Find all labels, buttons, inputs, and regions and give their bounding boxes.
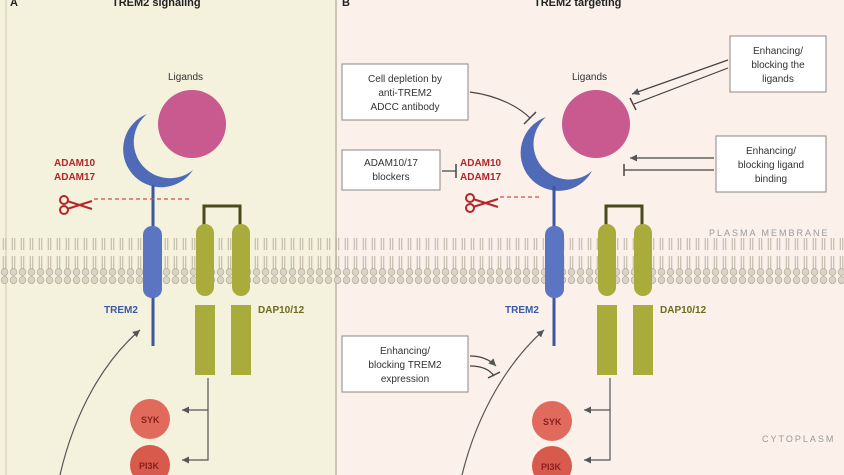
adam10-label-b: ADAM10 [460, 158, 502, 169]
panel-a-letter: A [10, 0, 18, 9]
panel-b-letter: B [342, 0, 350, 9]
cell-depletion-inhibitor [469, 91, 531, 119]
ligands-label-a: Ligands [168, 72, 203, 83]
trem2-head-a [123, 114, 193, 188]
pi3k-circle-a [130, 445, 170, 475]
enh-block-binding-line-3: binding [755, 174, 787, 185]
adam-blockers-box: ADAM10/17 blockers [341, 149, 441, 191]
dap-bracket-b [604, 204, 644, 226]
panel-b-title: TREM2 targeting [534, 0, 621, 9]
enh-block-expression-line-3: expression [381, 374, 429, 385]
dap-label-a: DAP10/12 [258, 305, 305, 316]
scissors-icon-a [59, 195, 93, 215]
ligand-circle-a [158, 90, 226, 158]
enh-block-binding-line-1: Enhancing/ [746, 146, 796, 157]
syk-label-a: SYK [141, 415, 160, 425]
enh-block-ligands-line-3: ligands [762, 74, 794, 85]
trem2-head-b [520, 117, 592, 191]
dap-right-tail-a [231, 305, 251, 375]
scissors-icon-b [465, 193, 499, 213]
adam-blockers-line-2: blockers [372, 172, 409, 183]
dap-right-tm-a [232, 224, 250, 296]
cytoplasm-label: CYTOPLASM [762, 434, 835, 444]
panel-a-title: TREM2 signaling [112, 0, 201, 9]
pi3k-label-b: PI3K [541, 462, 562, 472]
trem2-label-a: TREM2 [104, 305, 138, 316]
dap-left-tail-a [195, 305, 215, 375]
enh-block-expression-line-1: Enhancing/ [380, 346, 430, 357]
dap-label-b: DAP10/12 [660, 305, 707, 316]
ligand-circle-b [562, 90, 630, 158]
plasma-membrane [0, 238, 844, 284]
dap-left-tm-a [196, 224, 214, 296]
cell-depletion-line-1: Cell depletion by [368, 74, 442, 85]
dap-left-tail-b [597, 305, 617, 375]
expression-arrow-b [461, 329, 545, 475]
enh-block-binding-line-2: blocking ligand [738, 160, 804, 171]
expression-arrow-a [59, 329, 141, 475]
syk-circle-a [130, 399, 170, 439]
plasma-membrane-label: PLASMA MEMBRANE [709, 228, 830, 238]
dap-right-tail-b [633, 305, 653, 375]
adam-blockers-line-1: ADAM10/17 [364, 158, 418, 169]
adam10-label-a: ADAM10 [54, 158, 96, 169]
dap-right-tm-b [634, 224, 652, 296]
ligands-label-b: Ligands [572, 72, 607, 83]
panel-a-background [0, 0, 336, 475]
trem2-label-b: TREM2 [505, 305, 539, 316]
enh-block-ligands-line-2: blocking the [751, 60, 805, 71]
pi3k-label-a: PI3K [139, 461, 160, 471]
syk-circle-b [532, 401, 572, 441]
cell-depletion-line-2: anti-TREM2 [378, 88, 432, 99]
adam17-label-a: ADAM17 [54, 172, 96, 183]
dap-left-tm-b [598, 224, 616, 296]
syk-label-b: SYK [543, 417, 562, 427]
enh-block-expression-line-2: blocking TREM2 [368, 360, 442, 371]
trem2-tm-a [143, 226, 162, 298]
enh-block-binding-box: Enhancing/ blocking ligand binding [715, 135, 827, 193]
cell-depletion-line-3: ADCC antibody [371, 102, 440, 113]
trem2-tm-b [545, 226, 564, 298]
enh-block-expression-box: Enhancing/ blocking TREM2 expression [341, 335, 469, 393]
enh-block-ligands-line-1: Enhancing/ [753, 46, 803, 57]
adam17-label-b: ADAM17 [460, 172, 502, 183]
enh-block-ligands-box: Enhancing/ blocking the ligands [729, 35, 827, 93]
pi3k-circle-b [532, 446, 572, 475]
cell-depletion-box: Cell depletion by anti-TREM2 ADCC antibo… [341, 63, 469, 121]
dap-bracket-a [202, 204, 242, 226]
